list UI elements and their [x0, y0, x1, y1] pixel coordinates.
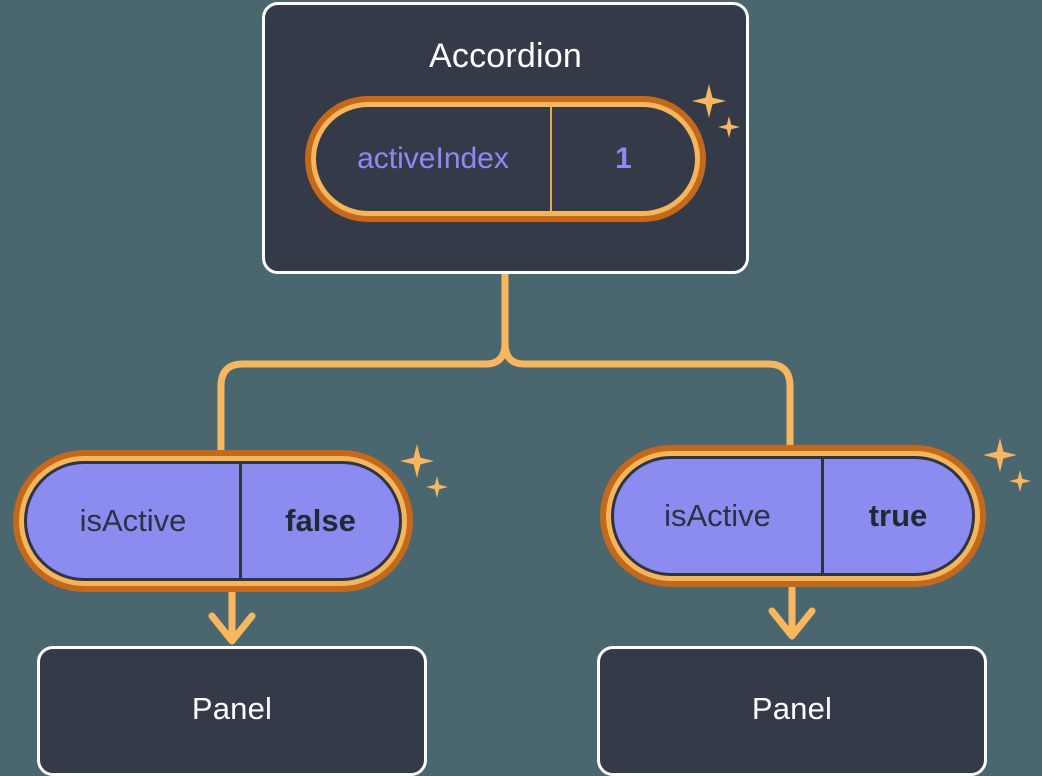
sparkle-star-large-icon — [400, 444, 434, 478]
state-pill-body: isActive true — [611, 456, 975, 576]
state-pill-active-index[interactable]: activeIndex 1 — [305, 96, 706, 222]
state-key: isActive — [614, 459, 824, 573]
component-title: Panel — [751, 691, 833, 726]
connector-trunk — [501, 270, 794, 454]
state-pill-inner-ring: isActive true — [606, 451, 980, 581]
sparkle-star-small-icon — [426, 476, 448, 498]
state-key: isActive — [27, 464, 242, 578]
component-title: Accordion — [429, 37, 582, 75]
state-value: 1 — [615, 142, 632, 175]
sparkle-group-right — [983, 438, 1042, 504]
sparkle-star-large-icon — [983, 438, 1017, 472]
state-pill-is-active-false[interactable]: isActive false — [13, 450, 413, 592]
state-value: true — [868, 498, 928, 533]
arrow-right-head — [768, 607, 816, 640]
state-pill-body: activeIndex 1 — [316, 107, 695, 211]
arrow-left-head — [208, 612, 256, 645]
state-pill-inner-ring: isActive false — [19, 456, 407, 586]
state-value: false — [285, 503, 356, 538]
sparkle-star-small-icon — [1009, 470, 1031, 492]
state-pill-inner-ring: activeIndex 1 — [311, 102, 700, 216]
component-title: Panel — [191, 691, 273, 726]
component-card-panel-left[interactable]: Panel — [37, 646, 427, 776]
state-pill-is-active-true[interactable]: isActive true — [600, 445, 986, 587]
state-pill-body: isActive false — [24, 461, 402, 581]
connector-branch-left — [217, 339, 509, 459]
state-key: activeIndex — [316, 107, 552, 211]
component-card-panel-right[interactable]: Panel — [597, 646, 987, 776]
